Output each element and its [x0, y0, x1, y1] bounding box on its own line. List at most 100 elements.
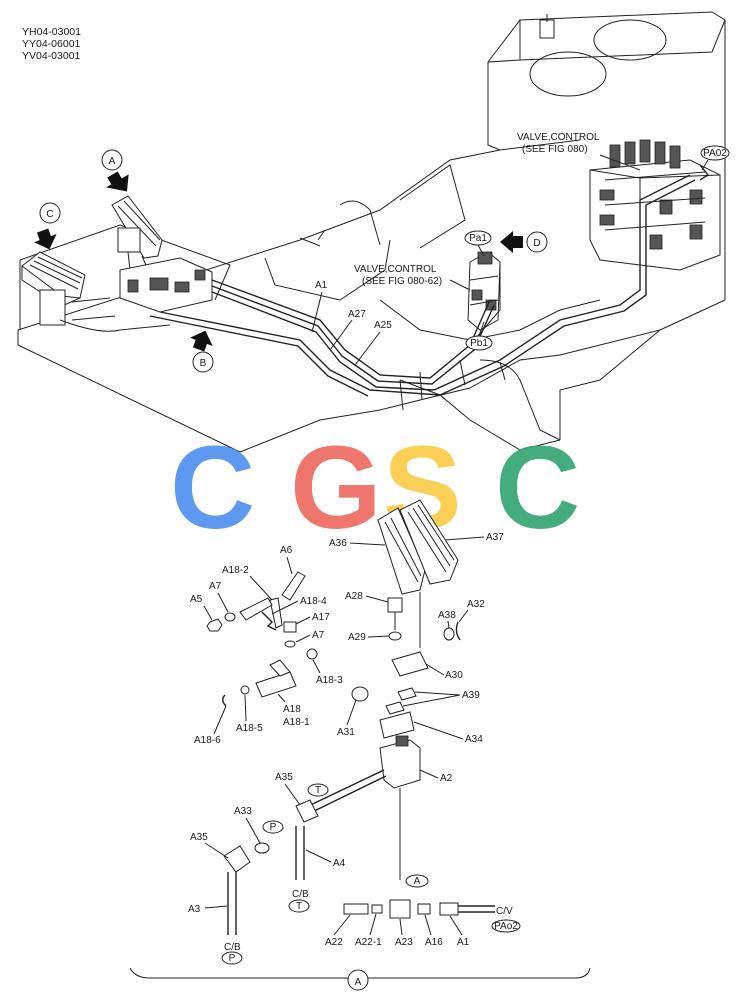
label-a5: A5	[190, 594, 203, 605]
hose-a3	[227, 872, 237, 935]
view-marker-a-bottom: A	[347, 969, 369, 991]
callout-pilot-valve-line2: (SEE FIG 080-62)	[362, 276, 442, 287]
pedal-a37	[399, 499, 459, 585]
label-a35-left: A35	[190, 832, 208, 843]
label-a1-lower: A1	[457, 937, 470, 948]
part-a2	[379, 739, 421, 789]
watermark-letter-g: G	[290, 422, 382, 554]
view-marker-c	[39, 202, 61, 224]
label-a18: A18	[283, 704, 301, 715]
part-a39-1	[397, 687, 417, 701]
part-a18-6	[222, 694, 227, 707]
hose-a4	[295, 826, 305, 880]
label-a18-6: A18-6	[194, 735, 221, 746]
label-a30: A30	[445, 670, 463, 681]
label-a23: A23	[395, 937, 413, 948]
label-a7-lower: A7	[312, 630, 325, 641]
callouts-upper: VALVE,CONTROL (SEE FIG 080) VALVE,CONTRO…	[311, 132, 730, 366]
part-a32	[455, 621, 461, 641]
port-a-label: A	[414, 876, 421, 887]
port-pao2-oval	[491, 919, 521, 933]
part-a22	[343, 903, 369, 915]
view-marker-a	[101, 149, 123, 171]
label-a4: A4	[333, 858, 346, 869]
label-a7-upper: A7	[209, 581, 222, 592]
port-t-bottom-oval	[288, 899, 310, 913]
part-a35-top	[295, 799, 319, 823]
part-a18-5	[240, 685, 250, 695]
main-control-valve	[589, 139, 721, 271]
watermark-letter-c2: C	[495, 422, 580, 554]
label-a25: A25	[374, 320, 392, 331]
label-a18-3: A18-3	[316, 675, 343, 686]
port-t-top-oval	[307, 783, 329, 797]
part-a22-1	[371, 904, 383, 914]
label-a16: A16	[425, 937, 443, 948]
serial-code-2: YY04-06001	[22, 38, 81, 50]
port-p-bottom-oval	[221, 951, 243, 965]
label-a36: A36	[329, 538, 347, 549]
label-a35-top: A35	[275, 772, 293, 783]
label-a34: A34	[465, 734, 483, 745]
part-a29	[388, 631, 402, 641]
part-a38	[443, 627, 455, 641]
label-a3: A3	[188, 904, 201, 915]
pilot-control-valve	[467, 251, 501, 331]
part-a31	[351, 686, 369, 702]
part-a17	[283, 621, 297, 633]
label-a22-1: A22-1	[355, 937, 382, 948]
part-labels: A36 A37 A6 A18-2 A7 A5 A18-4 A17 A7 A18-…	[188, 532, 513, 953]
label-a1-upper: A1	[315, 280, 328, 291]
port-p-top-label: P	[270, 822, 277, 833]
port-pa02-label: PA02	[703, 148, 727, 159]
view-marker-c-label: C	[46, 209, 53, 220]
label-a37: A37	[486, 532, 504, 543]
serial-code-3: YV04-03001	[22, 50, 81, 62]
serial-code-1: YH04-03001	[22, 26, 81, 38]
label-a28: A28	[345, 591, 363, 602]
arrow-c	[34, 228, 57, 250]
arrow-a	[106, 171, 129, 192]
label-cb-t: C/B	[292, 889, 309, 900]
label-a31: A31	[337, 727, 355, 738]
part-a18	[255, 671, 297, 698]
part-a18-3	[306, 648, 318, 660]
part-a7-lower	[284, 640, 296, 648]
view-marker-d-label: D	[533, 238, 540, 249]
port-pa1-label: Pa1	[469, 233, 487, 244]
part-a6	[281, 571, 306, 601]
label-a2: A2	[440, 773, 453, 784]
port-a-oval	[405, 874, 429, 888]
label-a6: A6	[280, 545, 293, 556]
hose-bundle	[149, 174, 696, 397]
arrow-b	[190, 330, 213, 352]
hose-a1-lower	[458, 905, 495, 913]
part-a16	[417, 903, 431, 915]
label-a39: A39	[462, 690, 480, 701]
label-a18-4: A18-4	[300, 596, 327, 607]
part-a5	[206, 618, 223, 632]
callout-main-valve-line1: VALVE,CONTROL	[517, 132, 600, 143]
part-a23	[389, 899, 411, 919]
label-a17: A17	[312, 612, 330, 623]
label-a18-5: A18-5	[236, 723, 263, 734]
part-a34	[379, 711, 415, 739]
view-marker-b-label: B	[200, 358, 207, 369]
view-marker-a-bottom-label: A	[355, 977, 362, 988]
port-tags-lower: T P T P A PAo2	[221, 783, 521, 965]
view-marker-d	[526, 231, 548, 253]
pedal-assembly-upper	[21, 195, 213, 332]
port-pa02-oval	[700, 145, 730, 161]
label-a29: A29	[348, 632, 366, 643]
part-a7-upper	[224, 612, 236, 622]
view-marker-a-label: A	[109, 156, 116, 167]
part-a39-2	[385, 701, 405, 715]
hose-t	[299, 769, 387, 817]
callout-main-valve-line2: (SEE FIG 080)	[522, 144, 588, 155]
label-cv: C/V	[496, 906, 513, 917]
part-a1-fitting	[439, 902, 459, 916]
port-t-top-label: T	[315, 785, 321, 796]
port-p-bottom-label: P	[229, 953, 236, 964]
serial-code-list: YH04-03001 YY04-06001 YV04-03001	[22, 26, 81, 62]
